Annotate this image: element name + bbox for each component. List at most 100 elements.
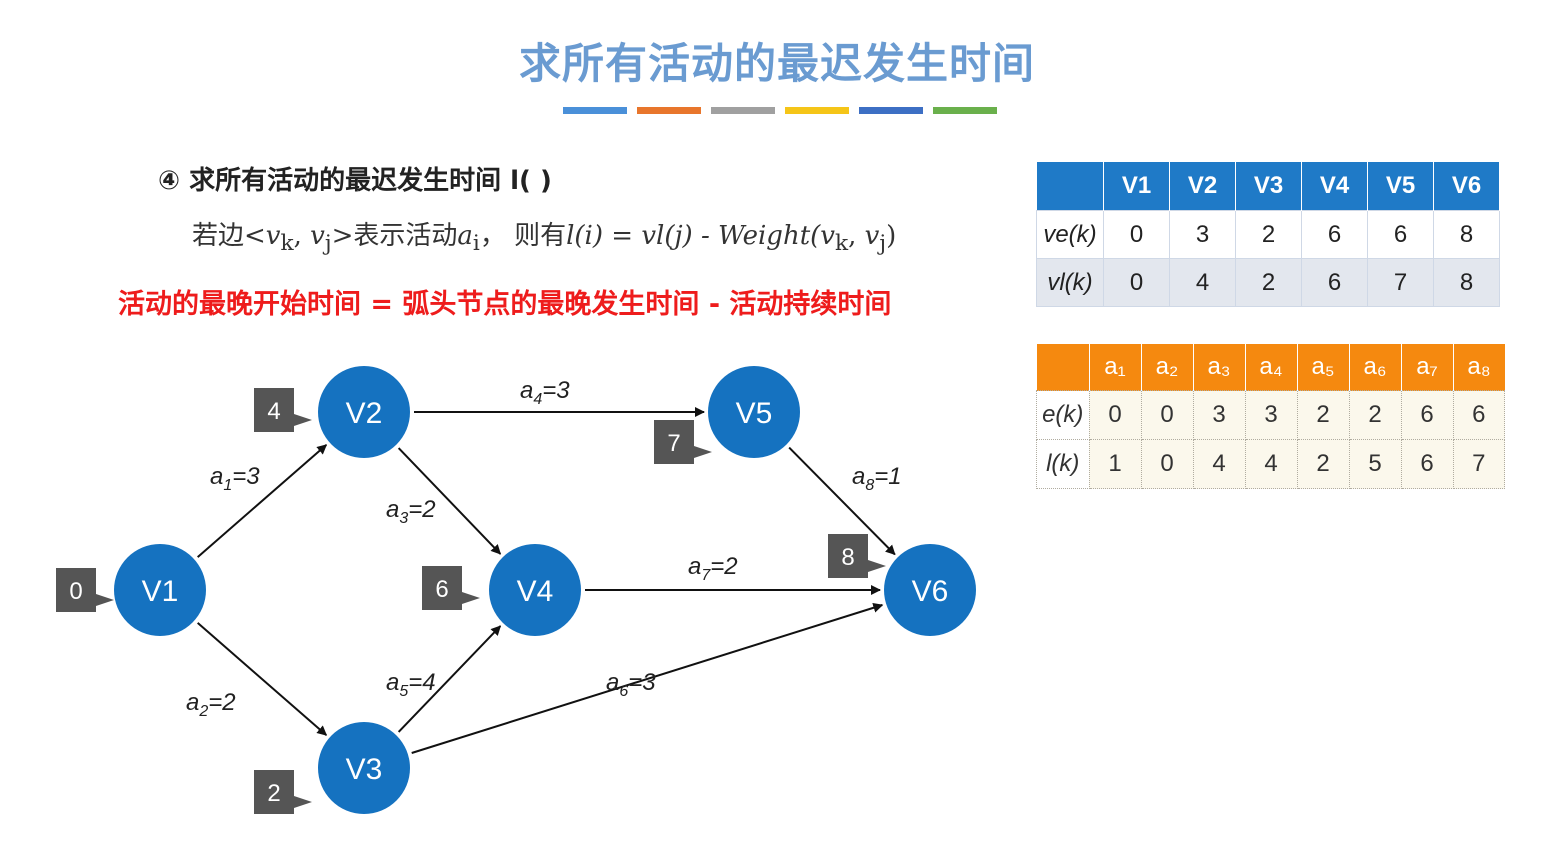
formula-sub: k [280,231,294,257]
table-row: l(k) 1 0 4 4 2 5 6 7 [1036,439,1505,489]
page-title: 求所有活动的最迟发生时间 [518,39,1035,88]
color-bar-segment-4 [785,107,849,114]
table-cell: 4 [1192,439,1246,489]
edge-v3-v6 [411,602,884,754]
color-bar-segment-3 [711,107,775,114]
edge-label-a5: a5=4 [386,669,436,700]
edge-label-a2: a2=2 [186,689,236,720]
table-cell: 7 [1452,439,1505,489]
vertex-header-cell: V4 [1301,162,1368,211]
table-cell: 6 [1367,210,1434,259]
node-label-v3: V3 [346,753,383,786]
svg-text:7: 7 [667,430,680,457]
table-cell: 6 [1301,210,1368,259]
node-label-v5: V5 [736,397,773,430]
table-cell: 2 [1348,390,1402,440]
table-cell: 8 [1433,210,1500,259]
vertex-header-cell: V5 [1367,162,1434,211]
row-label: e(k) [1036,390,1090,440]
row-label: ve(k) [1036,210,1104,259]
color-bar [563,107,997,114]
node-label-v6: V6 [912,575,949,608]
vertex-header-cell: V6 [1433,162,1500,211]
color-bar-segment-6 [933,107,997,114]
activity-header-cell: a₄ [1244,344,1297,391]
formula-sub: k [834,231,849,257]
node-v6 [884,544,976,636]
edge-label-a3: a3=2 [386,496,436,527]
activity-header-cell: a₁ [1088,344,1141,391]
node-label-v1: V1 [142,575,179,608]
node-tag-v5: 7 [654,420,712,464]
section-heading: ④ 求所有活动的最迟发生时间 l( ) [158,166,552,196]
formula: 若边<vk, vj>表示活动ai， 则有l(i) = vl(j) - Weigh… [192,215,896,256]
activity-header-cell: a₈ [1452,344,1505,391]
svg-text:2: 2 [267,780,280,807]
table-cell: 0 [1140,439,1194,489]
edge-label-a4: a4=3 [520,377,570,408]
formula-text: ， 则有 [479,221,567,251]
edge-v1-v2 [197,444,328,558]
formula-sub: i [472,231,480,257]
node-v4 [489,544,581,636]
color-bar-segment-2 [637,107,701,114]
edge-label-a8: a8=1 [852,463,902,494]
table-cell: 0 [1140,390,1194,440]
formula-var: v [864,221,880,251]
formula-text: 若边< [192,221,266,251]
row-label: vl(k) [1036,258,1104,307]
edge-v1-v3 [197,622,328,736]
activity-header-cell: a₃ [1192,344,1245,391]
table-cell: 6 [1400,390,1454,440]
table-cell: 2 [1296,390,1350,440]
table-cell: 6 [1400,439,1454,489]
table-cell: 3 [1169,210,1236,259]
table-cell: 5 [1348,439,1402,489]
table-cell: 2 [1296,439,1350,489]
vertex-header-cell: V2 [1169,162,1236,211]
table-cell: 2 [1235,258,1302,307]
node-v5 [708,366,800,458]
table-cell: 2 [1235,210,1302,259]
table-cell: 0 [1103,258,1170,307]
table-cell: 4 [1169,258,1236,307]
activity-header-cell: a₆ [1348,344,1401,391]
table-corner [1036,162,1104,211]
edge-v3-v4 [397,625,502,733]
edge-label-a7: a7=2 [688,553,738,584]
color-bar-segment-1 [563,107,627,114]
activity-time-table: a₁ a₂ a₃ a₄ a₅ a₆ a₇ a₈ e(k) 0 0 3 3 2 2… [1036,344,1505,489]
table-cell: 4 [1244,439,1298,489]
edge-label-a1: a1=3 [210,463,260,494]
formula-text: , [293,221,311,251]
row-label: l(k) [1036,439,1090,489]
svg-text:4: 4 [267,398,280,425]
node-tag-v4: 6 [422,566,480,610]
rule-text: 活动的最晚开始时间 = 弧头节点的最晚发生时间 - 活动持续时间 [118,289,892,320]
table-row: ve(k) 0 3 2 6 6 8 [1036,210,1500,259]
table-cell: 6 [1452,390,1505,440]
node-tag-v3: 2 [254,770,312,814]
node-tag-v6: 8 [828,534,886,578]
formula-var: v [820,221,835,251]
table-cell: 1 [1088,439,1142,489]
activity-header-cell: a₅ [1296,344,1349,391]
vertex-header-cell: V3 [1235,162,1302,211]
node-tag-v2: 4 [254,388,312,432]
color-bar-segment-5 [859,107,923,114]
formula-expression: l(i) = vl(j) - Weight( [566,221,821,251]
activity-header-cell: a₂ [1140,344,1193,391]
node-tag-v1: 0 [56,568,114,612]
node-v2 [318,366,410,458]
table-cell: 3 [1192,390,1246,440]
table-cell: 3 [1244,390,1298,440]
edge-v2-v4 [397,447,502,555]
formula-var: v [310,221,325,251]
table-corner [1036,344,1089,391]
svg-text:6: 6 [435,576,448,603]
table-cell: 6 [1301,258,1368,307]
node-v1 [114,544,206,636]
node-label-v4: V4 [517,575,554,608]
vertex-header-cell: V1 [1103,162,1170,211]
